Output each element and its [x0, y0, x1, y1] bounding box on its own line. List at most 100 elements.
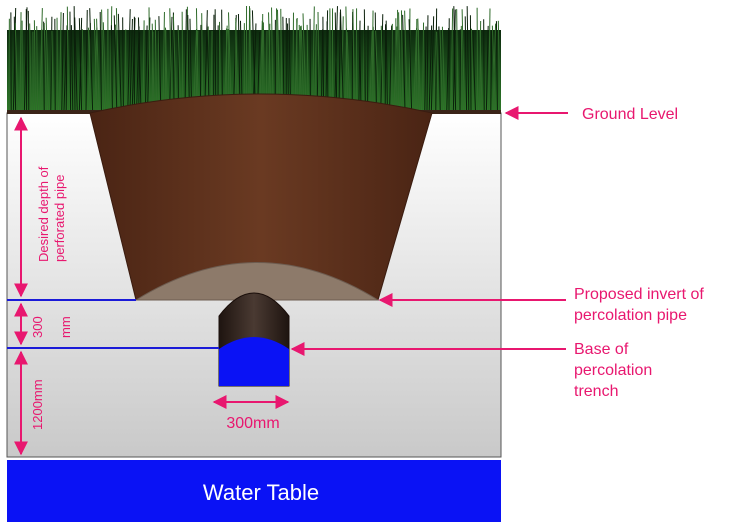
grass-blade [438, 26, 441, 111]
grass-blade [430, 16, 435, 111]
proposed-invert-label: Proposed invert of percolation pipe [574, 286, 708, 324]
grass-blade [99, 11, 102, 111]
grass-blade [199, 24, 202, 111]
water-table [7, 460, 501, 522]
grass-blade [19, 12, 22, 111]
grass-blade [74, 17, 78, 111]
grass-blade [479, 29, 483, 111]
grass-blade [469, 15, 472, 111]
grass-blade [466, 6, 470, 111]
soil-backfill [89, 93, 433, 301]
grass-blade [413, 27, 418, 111]
grass-blade [51, 30, 54, 111]
trench-base-label: Base of percolation trench [574, 341, 657, 400]
grass-blade [36, 26, 39, 111]
grass-blade [426, 15, 429, 111]
grass-blade [187, 14, 190, 111]
grass-blade [142, 20, 145, 111]
grass-blade [221, 9, 223, 111]
grass-blade [456, 9, 459, 111]
grass-blade [228, 12, 232, 111]
grass-blade [483, 19, 485, 111]
grass-blade [415, 19, 418, 111]
grass-blade [164, 27, 168, 111]
grass-blade [334, 12, 338, 111]
grass-blade [43, 22, 47, 111]
grass-blade [129, 18, 133, 111]
grass-blade [61, 13, 64, 111]
grass-blade [453, 6, 457, 111]
grass-blade [169, 8, 173, 111]
grass-blade [398, 12, 402, 111]
grass-blade [93, 18, 98, 111]
grass-blade [491, 25, 496, 111]
grass-blade [162, 12, 165, 111]
grass-blade [312, 6, 315, 111]
grass-blade [441, 26, 446, 111]
grass-blade [408, 8, 411, 111]
grass-blade [397, 9, 399, 111]
grass-blade [317, 11, 320, 111]
grass-blade [96, 18, 100, 111]
grass-blade [472, 31, 476, 111]
grass-blade [87, 27, 91, 111]
grass-blade [488, 8, 491, 111]
grass-blade [400, 10, 404, 111]
grass-blade [206, 21, 210, 111]
grass-blade [110, 25, 113, 111]
grass-blade [85, 10, 88, 111]
grass-blade [352, 9, 355, 111]
grass-blade [374, 12, 377, 111]
grass-blade [363, 9, 366, 111]
grass-blade [326, 21, 329, 111]
grass-blade [148, 7, 151, 111]
grass-blade [66, 6, 69, 111]
water-table-label: Water Table [203, 480, 319, 505]
grass-blade [446, 27, 450, 111]
grass-blade [490, 30, 493, 111]
grass-blade [13, 16, 17, 111]
grass-blade [14, 23, 19, 111]
grass-blade [339, 9, 344, 111]
grass-blade [424, 26, 427, 111]
grass-blade [70, 25, 74, 111]
grass-blade [450, 8, 454, 111]
grass-blade [137, 17, 142, 111]
grass-blade [65, 25, 68, 111]
gravel-bed [134, 262, 380, 301]
grass-blade [497, 20, 501, 111]
grass-blade [460, 25, 463, 111]
grass-blade [436, 31, 439, 111]
grass-blade [248, 6, 251, 111]
grass-blade [461, 9, 465, 111]
grass-blade [428, 25, 433, 111]
trench-water [219, 337, 289, 386]
grass-blade [158, 16, 162, 111]
width-label: 300mm [226, 415, 279, 432]
grass-blade [389, 25, 393, 111]
grass-blade [181, 11, 184, 111]
grass-blade [391, 23, 393, 111]
grass-blade [109, 6, 113, 111]
grass-blade [495, 21, 498, 111]
grass-blade [492, 23, 497, 111]
grass-blade [369, 31, 373, 111]
grass-blade [154, 19, 157, 111]
grass-blade [249, 8, 252, 111]
grass-blade [201, 13, 204, 111]
depth-1200-label: 1200mm [30, 379, 45, 430]
grass-blade [435, 8, 438, 111]
grass-blade [372, 26, 375, 111]
grass-blade [45, 17, 50, 111]
grass-blade [101, 9, 105, 111]
grass-blade [276, 9, 281, 111]
grass-blade [189, 18, 193, 111]
grass-blade [251, 10, 256, 111]
grass-blade [393, 26, 398, 111]
grass-blade [117, 13, 122, 111]
grass-blade [214, 9, 217, 111]
grass-blade [78, 18, 83, 111]
gap-300-label: 300 mm [30, 313, 73, 338]
grass-blade [102, 22, 107, 111]
